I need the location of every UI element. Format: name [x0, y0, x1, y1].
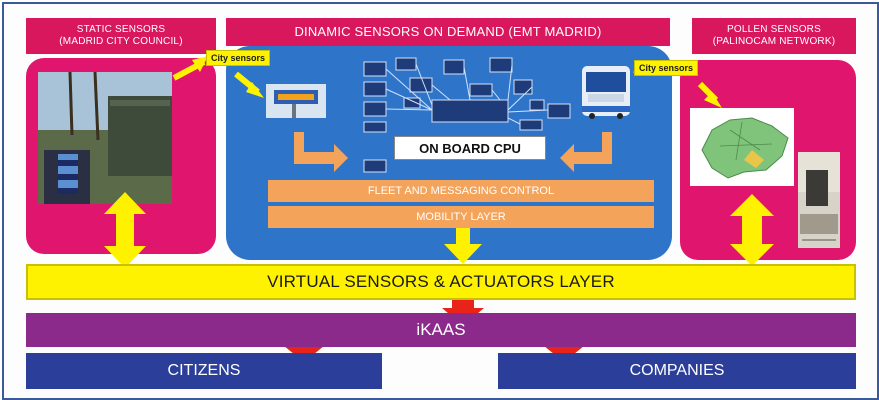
pollen-sensor-photo	[798, 152, 840, 248]
pollen-map	[690, 108, 794, 186]
double-arrow-right	[730, 194, 774, 266]
city-sensors-label-right: City sensors	[634, 60, 699, 76]
street-sign-photo	[266, 84, 326, 118]
ikaas-layer: iKAAS	[26, 313, 856, 347]
fleet-messaging-control-bar: FLEET AND MESSAGING CONTROL	[268, 180, 654, 202]
virtual-sensors-layer: VIRTUAL SENSORS & ACTUATORS LAYER	[26, 264, 856, 300]
dynamic-sensors-title: DINAMIC SENSORS ON DEMAND (EMT MADRID)	[294, 24, 602, 39]
orange-arrows	[294, 132, 612, 172]
pollen-sensors-subtitle: (PALINOCAM NETWORK)	[712, 36, 836, 47]
static-sensors-header: STATIC SENSORS (MADRID CITY COUNCIL)	[26, 18, 216, 54]
schematic-links	[385, 63, 549, 125]
city-sensors-label-left: City sensors	[206, 50, 271, 66]
yellow-arrows	[172, 56, 722, 108]
pollen-sensors-title: POLLEN SENSORS	[727, 24, 821, 35]
static-sensor-photo	[38, 71, 172, 204]
dynamic-sensors-header: DINAMIC SENSORS ON DEMAND (EMT MADRID)	[226, 18, 670, 46]
companies-box: COMPANIES	[498, 353, 856, 389]
double-arrow-left	[104, 192, 146, 268]
static-sensors-subtitle: (MADRID CITY COUNCIL)	[59, 36, 183, 47]
static-sensors-title: STATIC SENSORS	[76, 24, 166, 35]
citizens-box: CITIZENS	[26, 353, 382, 389]
bus-photo	[582, 66, 630, 119]
mobility-layer-bar: MOBILITY LAYER	[268, 206, 654, 228]
pollen-sensors-header: POLLEN SENSORS (PALINOCAM NETWORK)	[692, 18, 856, 54]
on-board-cpu-box: ON BOARD CPU	[394, 136, 546, 160]
down-arrow-center	[444, 226, 482, 264]
